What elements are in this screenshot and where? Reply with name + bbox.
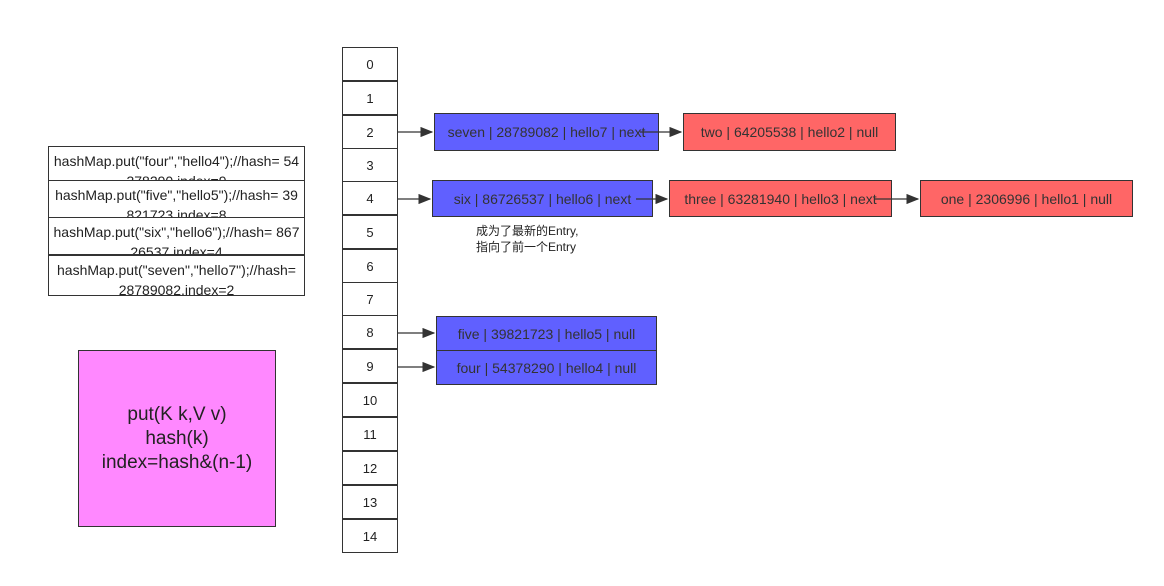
bucket-cell: 9 <box>342 349 398 383</box>
formula-line-put: put(K k,V v) <box>127 403 227 425</box>
bucket-cell: 10 <box>342 383 398 417</box>
code-line-seven: hashMap.put("seven","hello7");//hash= 28… <box>48 255 305 296</box>
entry-node-one: one | 2306996 | hello1 | null <box>920 180 1133 217</box>
put-formula-box: put(K k,V v) hash(k) index=hash&(n-1) <box>78 350 276 527</box>
note-line-1: 成为了最新的Entry, <box>476 224 579 238</box>
entry-node-two: two | 64205538 | hello2 | null <box>683 113 896 151</box>
bucket-cell: 5 <box>342 215 398 249</box>
bucket-cell: 12 <box>342 451 398 485</box>
bucket-cell: 11 <box>342 417 398 451</box>
formula-line-index: index=hash&(n-1) <box>101 451 253 473</box>
code-line-six: hashMap.put("six","hello6");//hash= 8672… <box>48 217 305 255</box>
note-line-2: 指向了前一个Entry <box>476 240 577 254</box>
code-text: hashMap.put("six","hello6");//hash= 8672… <box>53 224 300 255</box>
code-text: hashMap.put("four","hello4");//hash= 543… <box>53 153 300 182</box>
entry-node-four: four | 54378290 | hello4 | null <box>436 350 657 385</box>
entry-node-three: three | 63281940 | hello3 | next <box>669 180 892 217</box>
bucket-cell: 1 <box>342 81 398 115</box>
entry-node-five: five | 39821723 | hello5 | null <box>436 316 657 351</box>
code-text: hashMap.put("five","hello5");//hash= 398… <box>55 187 298 218</box>
code-line-four: hashMap.put("four","hello4");//hash= 543… <box>48 146 305 182</box>
bucket-cell: 14 <box>342 519 398 553</box>
code-text: hashMap.put("seven","hello7");//hash= 28… <box>57 262 296 296</box>
bucket-cell: 4 <box>342 181 398 215</box>
formula-line-hash: hash(k) <box>145 427 209 449</box>
bucket-cell: 2 <box>342 115 398 149</box>
bucket-cell: 3 <box>342 148 398 182</box>
newest-entry-note: 成为了最新的Entry, 指向了前一个Entry <box>476 223 578 255</box>
entry-node-six: six | 86726537 | hello6 | next <box>432 180 653 217</box>
entry-node-seven: seven | 28789082 | hello7 | next <box>434 113 659 151</box>
bucket-cell: 13 <box>342 485 398 519</box>
bucket-cell: 6 <box>342 249 398 283</box>
bucket-cell: 8 <box>342 315 398 349</box>
bucket-cell: 0 <box>342 47 398 81</box>
